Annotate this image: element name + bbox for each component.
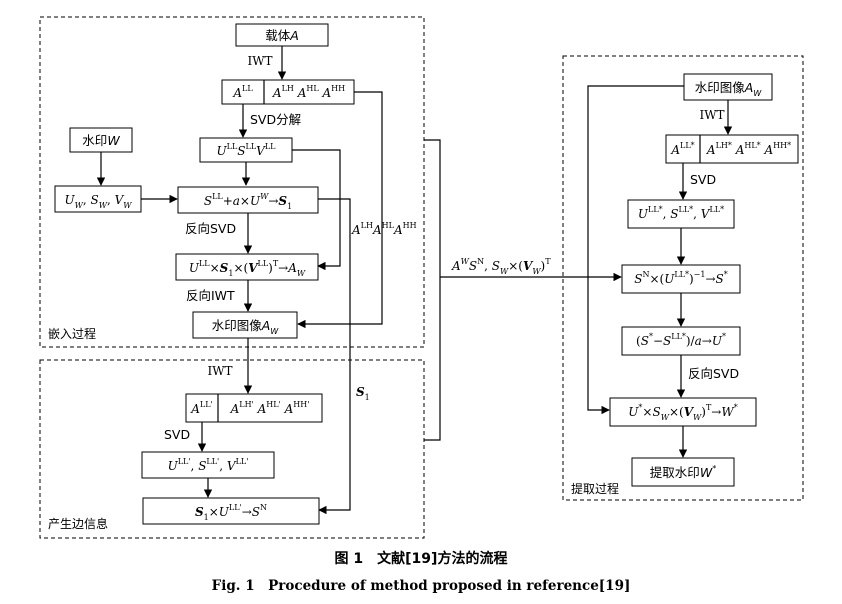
extract-svd-label: SVD — [690, 172, 716, 187]
embedding-region — [39, 16, 425, 348]
caption-english: Fig. 1 Procedure of method proposed in r… — [212, 578, 631, 594]
extract-image-label: 水印图像AW — [695, 80, 763, 98]
side-svd-box — [141, 451, 275, 479]
extract-inverse-svd-label: 反向SVD — [688, 366, 739, 381]
caption-chinese: 图 1 文献[19]方法的流程 — [335, 550, 508, 567]
u-v-route-line — [292, 149, 341, 271]
s1n-box — [142, 497, 320, 525]
singular-modify-label: SLL+a×UW→S1 — [204, 192, 292, 211]
extract-inverse-svd-formula: U*×SW×(VW)T→W* — [628, 403, 737, 422]
extract-subband-ll: ALL* — [670, 141, 694, 157]
subband-ll: ALL — [232, 84, 253, 100]
extracted-watermark-label: 提取水印W* — [650, 464, 716, 480]
s1-route-line — [318, 198, 351, 515]
svd-decompose-label: SVD分解 — [250, 112, 301, 127]
inverse-iwt-label: 反向IWT — [186, 288, 235, 303]
singular-modify-box — [177, 186, 319, 214]
watermarked-image-box — [192, 311, 298, 339]
extract-subbands-high: ALH* AHL* AHH* — [706, 141, 791, 157]
uw-star-formula: (S*−SLL*)/a→U* — [636, 332, 726, 348]
extracted-watermark-box — [631, 457, 735, 487]
extract-inverse-svd-box — [609, 397, 757, 427]
s1-label: S1 — [356, 385, 370, 402]
subbands-high: ALH AHL AHH — [272, 84, 345, 100]
high-subbands-bypass-line — [297, 91, 383, 329]
side-svd-formula: ULL', SLL', VLL' — [168, 457, 249, 473]
extract-image-box — [683, 73, 773, 101]
watermark-svd-label: UW, SW, VW — [64, 193, 132, 210]
side-info-region — [39, 359, 425, 539]
extract-iwt-label: IWT — [699, 108, 724, 122]
side-subband-ll: ALL' — [190, 400, 213, 416]
extract-svd-box — [627, 199, 735, 229]
s1n-formula: S1×ULL'→SN — [195, 503, 267, 522]
inverse-svd-label: 反向SVD — [185, 221, 236, 236]
side-svd-label: SVD — [164, 427, 190, 442]
watermark-svd-box — [54, 185, 142, 213]
side-info-bracket — [424, 139, 441, 441]
inverse-svd-box — [175, 253, 319, 281]
extraction-region-label: 提取过程 — [571, 481, 619, 496]
side-info-region-label: 产生边信息 — [48, 516, 108, 531]
carrier-label: 载体A — [265, 28, 299, 43]
ll-svd-label: ULLSLLVLL — [217, 142, 277, 158]
s1star-formula: SN×(ULL*)−1→S* — [634, 270, 728, 286]
extract-svd-formula: ULL*, SLL*, VLL* — [638, 205, 724, 221]
side-iwt-label: IWT — [207, 364, 232, 378]
inverse-svd-formula: ULL×S1×(VLL)T→AW — [189, 259, 306, 278]
bypass-subbands-label: ALHAHLAHH — [351, 221, 417, 237]
s1star-box — [621, 264, 741, 294]
watermark-box — [69, 127, 133, 153]
extract-feedback-line — [587, 85, 684, 415]
extract-subbands-box — [665, 134, 799, 164]
side-info-label: AWSN, SW×(VW)T — [451, 257, 551, 276]
watermarked-image-label: 水印图像AW — [212, 318, 280, 336]
uw-star-box — [621, 326, 741, 356]
side-subbands-high: ALH' AHL' AHH' — [230, 400, 310, 416]
embed-iwt-label: IWT — [247, 54, 272, 68]
side-subbands-box — [185, 393, 323, 423]
extraction-region — [562, 55, 804, 501]
watermark-label: 水印W — [82, 133, 120, 148]
embedding-region-label: 嵌入过程 — [48, 326, 96, 341]
